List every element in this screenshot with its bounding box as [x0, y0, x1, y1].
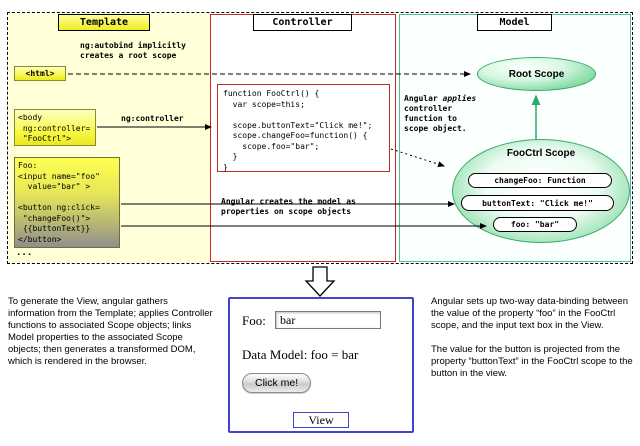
generate-view-text: To generate the View, angular gathers in… [8, 296, 213, 367]
view-caption: View [293, 412, 349, 428]
controller-code-box: function FooCtrl() { var scope=this; sco… [217, 84, 390, 172]
view-foo-label: Foo: [242, 313, 266, 328]
body-tag-box: <body ng:controller= "FooCtrl"> [14, 109, 96, 146]
autobind-note: ng:autobind implicitly creates a root sc… [80, 41, 186, 60]
view-panel: Foo: Data Model: foo = bar Click me! Vie… [228, 297, 414, 433]
down-arrow-to-view [304, 266, 336, 297]
foo-input[interactable] [275, 311, 381, 329]
diagram-outer-border [7, 12, 633, 264]
fooctrl-scope-ellipse: FooCtrl Scope [452, 139, 630, 243]
controller-note: Angular creates the model as properties … [221, 197, 356, 216]
template-ellipsis: ... [16, 248, 33, 258]
ng-controller-label: ng:controller [121, 114, 184, 123]
binding-explanation: Angular sets up two-way data-binding bet… [431, 296, 633, 380]
model-header: Model [477, 14, 552, 31]
root-scope-ellipse: Root Scope [477, 57, 596, 91]
binding-explanation-1: Angular sets up two-way data-binding bet… [431, 296, 628, 331]
root-scope-label: Root Scope [508, 68, 565, 80]
applies-note: Angular applies controller function to s… [404, 94, 477, 133]
data-model-text: Data Model: foo = bar [242, 347, 359, 362]
html-tag-box: <html> [14, 66, 66, 81]
controller-header: Controller [253, 14, 352, 31]
fooctrl-scope-label: FooCtrl Scope [506, 148, 576, 159]
pill-foo: foo: "bar" [493, 217, 577, 232]
click-me-button[interactable]: Click me! [242, 373, 312, 393]
binding-explanation-2: The value for the button is projected fr… [431, 344, 633, 379]
pill-buttontext: buttonText: "Click me!" [461, 195, 614, 211]
template-code-box: Foo: <input name="foo" value="bar" > <bu… [14, 157, 120, 248]
pill-changefoo: changeFoo: Function [468, 173, 612, 188]
template-header: Template [58, 14, 150, 31]
